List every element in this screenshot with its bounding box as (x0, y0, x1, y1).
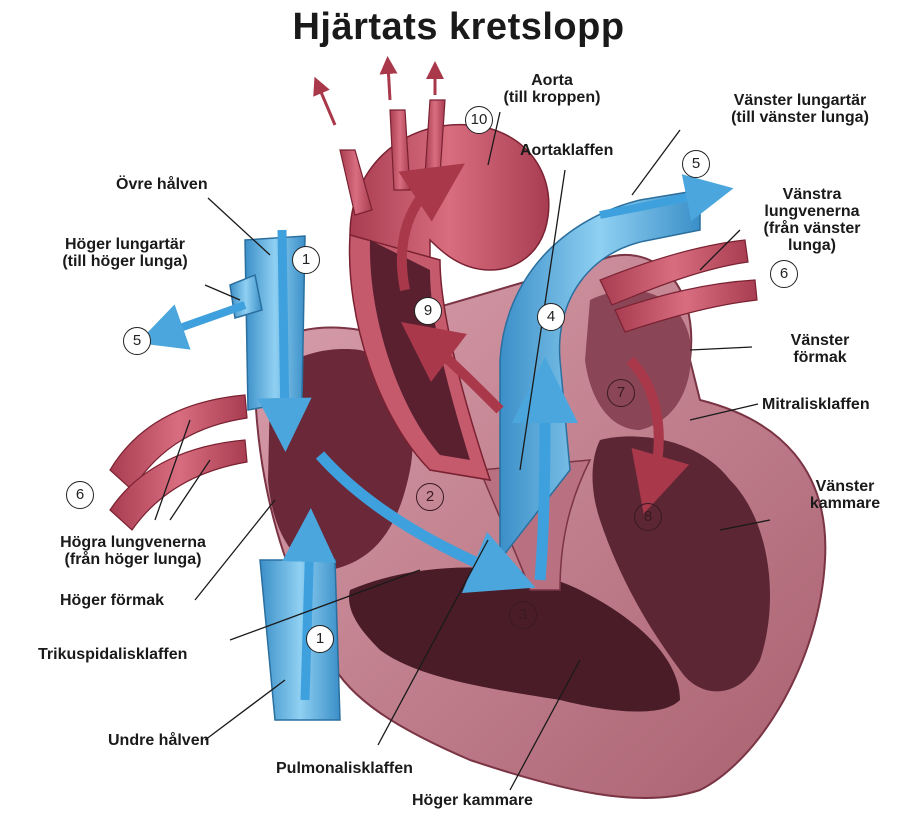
label-undre-halven-text: Undre hålven (108, 732, 209, 749)
label-trikuspidalisklaffen: Trikuspidalisklaffen (38, 646, 187, 663)
label-hoger-lungartar: Höger lungartär (till höger lunga) (30, 236, 220, 270)
label-vanstra-lungvenerna-line1: Vänstra (752, 186, 872, 203)
label-hogra-lungvenerna: Högra lungvenerna (från höger lunga) (28, 534, 238, 568)
marker-1-top: 1 (292, 246, 320, 274)
label-vanstra-lungvenerna-line4: lunga) (752, 237, 872, 254)
flow-arrow-right-lung (160, 305, 245, 335)
marker-9: 9 (414, 297, 442, 325)
marker-7: 7 (607, 379, 635, 407)
marker-5-left-lung: 5 (682, 150, 710, 178)
aortic-branch-2 (390, 110, 410, 190)
label-vanster-lungartar-line1: Vänster lungartär (700, 92, 900, 109)
label-vanster-lungartar: Vänster lungartär (till vänster lunga) (700, 92, 900, 126)
marker-8: 8 (634, 503, 662, 531)
label-hogra-lungvenerna-line1: Högra lungvenerna (28, 534, 238, 551)
flow-arrow-exit-1 (318, 85, 335, 125)
label-mitralisklaffen-text: Mitralisklaffen (762, 396, 870, 413)
label-hoger-kammare-text: Höger kammare (412, 792, 533, 809)
marker-1-bottom: 1 (306, 625, 334, 653)
label-aortaklaffen: Aortaklaffen (520, 142, 613, 159)
label-mitralisklaffen: Mitralisklaffen (762, 396, 870, 413)
label-vanster-kammare-line2: kammare (790, 495, 900, 512)
label-vanster-lungartar-line2: (till vänster lunga) (700, 109, 900, 126)
label-vanstra-lungvenerna-line2: lungvenerna (752, 203, 872, 220)
label-undre-halven: Undre hålven (108, 732, 209, 749)
label-aorta-line2: (till kroppen) (482, 89, 622, 106)
label-aorta: Aorta (till kroppen) (482, 72, 622, 106)
label-hoger-formak: Höger förmak (60, 592, 164, 609)
label-vanster-formak-line1: Vänster (765, 332, 875, 349)
label-aorta-line1: Aorta (482, 72, 622, 89)
marker-4: 4 (537, 303, 565, 331)
label-vanstra-lungvenerna: Vänstra lungvenerna (från vänster lunga) (752, 186, 872, 254)
marker-3: 3 (509, 601, 537, 629)
marker-6-right: 6 (770, 260, 798, 288)
label-hoger-formak-text: Höger förmak (60, 592, 164, 609)
flow-arrow-exit-2 (388, 65, 390, 100)
label-hogra-lungvenerna-line2: (från höger lunga) (28, 551, 238, 568)
label-hoger-kammare: Höger kammare (412, 792, 533, 809)
label-hoger-lungartar-line2: (till höger lunga) (30, 253, 220, 270)
flow-arrow-ivc (305, 535, 310, 700)
label-vanstra-lungvenerna-line3: (från vänster (752, 220, 872, 237)
marker-2: 2 (416, 483, 444, 511)
label-ovre-halven: Övre hålven (116, 176, 208, 193)
label-ovre-halven-text: Övre hålven (116, 176, 208, 193)
marker-10: 10 (465, 106, 493, 134)
label-vanster-kammare: Vänster kammare (790, 478, 900, 512)
marker-6-left: 6 (66, 481, 94, 509)
page-title: Hjärtats kretslopp (0, 6, 917, 49)
flow-arrow-rv-pa (540, 390, 545, 580)
label-hoger-lungartar-line1: Höger lungartär (30, 236, 220, 253)
flow-arrow-svc (282, 230, 285, 425)
marker-5-right-lung: 5 (123, 327, 151, 355)
label-pulmonalisklaffen: Pulmonalisklaffen (276, 760, 413, 777)
label-vanster-kammare-line1: Vänster (790, 478, 900, 495)
label-trikuspidalisklaffen-text: Trikuspidalisklaffen (38, 646, 187, 663)
label-aortaklaffen-text: Aortaklaffen (520, 142, 613, 159)
label-pulmonalisklaffen-text: Pulmonalisklaffen (276, 760, 413, 777)
label-vanster-formak: Vänster förmak (765, 332, 875, 366)
label-vanster-formak-line2: förmak (765, 349, 875, 366)
